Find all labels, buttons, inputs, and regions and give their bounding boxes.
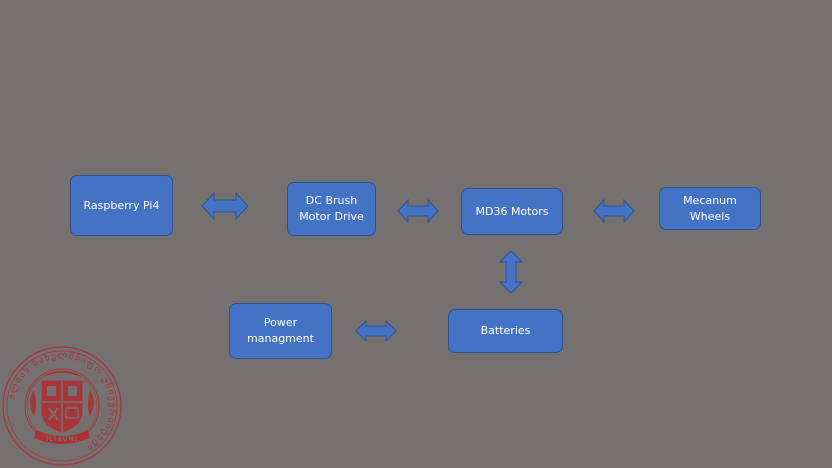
university-seal-icon: ილიას სახელმწიფო უნივერსიტეტი ILIAUNI — [2, 346, 122, 466]
node-label: Batteries — [480, 324, 531, 337]
node-md36-motors[interactable]: MD36 Motors — [461, 188, 563, 235]
arrow-raspberry-dcdrive — [201, 191, 249, 221]
node-label: Power managment — [247, 316, 314, 345]
arrow-md36-batteries — [498, 250, 524, 294]
node-label: DC Brush Motor Drive — [299, 194, 364, 223]
node-batteries[interactable]: Batteries — [448, 309, 563, 353]
node-dc-brush-motor-drive[interactable]: DC Brush Motor Drive — [287, 182, 376, 236]
svg-text:ILIAUNI: ILIAUNI — [46, 436, 78, 443]
node-raspberry-pi4[interactable]: Raspberry Pi4 — [70, 175, 173, 236]
node-power-management[interactable]: Power managment — [229, 303, 332, 359]
node-label: MD36 Motors — [475, 204, 549, 218]
node-label: Mecanum Wheels — [683, 193, 737, 223]
arrow-dcdrive-md36 — [397, 198, 439, 224]
node-label: Raspberry Pi4 — [83, 198, 160, 212]
arrow-power-batteries — [355, 319, 397, 343]
node-mecanum-wheels[interactable]: Mecanum Wheels — [659, 187, 761, 230]
arrow-md36-mecanum — [593, 198, 635, 224]
